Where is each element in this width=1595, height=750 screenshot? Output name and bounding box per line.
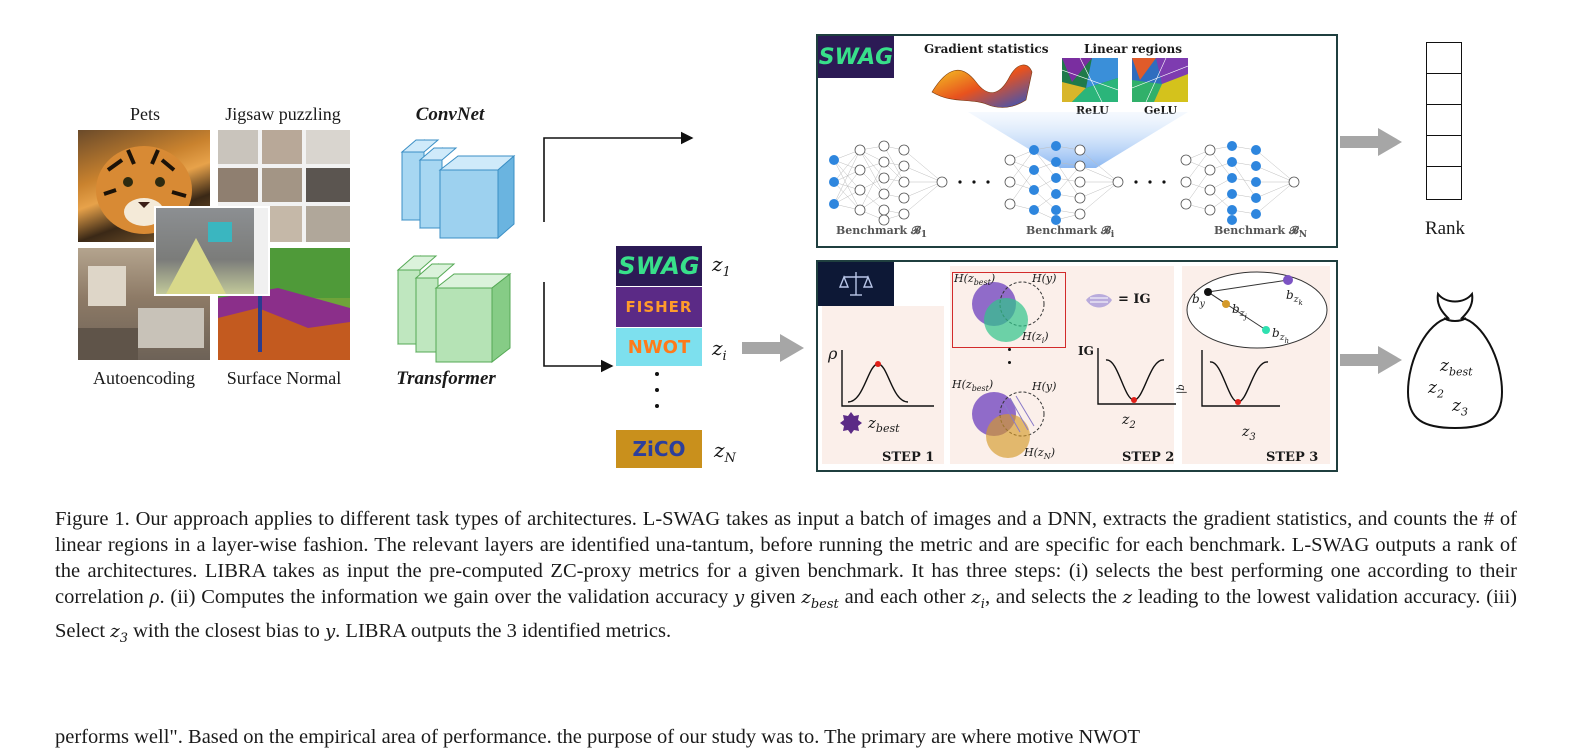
benchmark-i-label: Benchmark 𝓑i [1026,224,1115,241]
z2-axis-label: z2 [1122,412,1136,431]
step2-plot [1097,348,1176,405]
bzj-label: bzj [1232,302,1247,322]
libra-to-bag-arrow [1340,346,1402,374]
by-label: by [1192,292,1205,310]
proxy-z1-label: z1 [712,252,731,280]
libra-panel: ρ zbest STEP 1 H(zbest) H(y) H(zi) H(zbe… [816,260,1338,472]
step1-label: STEP 1 [882,450,935,465]
benchmark-networks [829,140,1300,226]
linear-regions-label: Linear regions [1084,42,1183,56]
libra-logo [818,262,894,306]
rho-axis-label: ρ [828,344,838,363]
bag-z3-label: z3 [1452,396,1468,419]
h-zbest-top-label: H(zbest) [954,272,996,288]
step3-label: STEP 3 [1266,450,1319,465]
h-zbest-bottom-label: H(zbest) [952,378,994,394]
branch-arrows [543,131,694,373]
bias-axis-label: |b [1176,384,1187,394]
proxy-zico-logo: ZiCO [616,430,702,468]
gelu-regions-image [1132,58,1188,102]
task-label-jigsaw: Jigsaw puzzling [225,104,341,124]
proxy-ellipsis [652,370,662,426]
venn-ellipsis [1008,348,1012,364]
task-label-autoencoding: Autoencoding [93,368,195,388]
surface-normal-image [218,248,350,360]
ig-equation-label: = IG [1118,292,1151,307]
h-zi-label: H(zi) [1022,330,1049,346]
transformer-label: Transformer [396,368,496,389]
rank-stack [1426,42,1462,200]
rank-label: Rank [1424,218,1466,239]
bzh-label: bzh [1272,326,1289,346]
body-text-cutoff: performs well". Based on the empirical a… [55,726,1140,748]
task-label-pets: Pets [129,104,160,124]
proxy-swag-logo: SWAG [616,246,702,286]
h-y-bottom-label: H(y) [1032,380,1057,393]
proxy-nwot-logo: NWOT [616,328,702,366]
ig-axis-label: IG [1078,344,1094,358]
venn-highlight-box [952,272,1066,348]
benchmark-n-label: Benchmark 𝓑N [1214,224,1308,241]
swag-panel-logo: SWAG [818,36,894,78]
relu-regions-image [1062,58,1118,102]
z3-axis-label: z3 [1242,424,1256,443]
proxy-zi-label: zi [712,336,727,364]
bzk-label: bzk [1286,288,1303,308]
gradient-statistics-label: Gradient statistics [924,42,1049,56]
swag-to-rank-arrow [1340,128,1402,156]
bag-z2-label: z2 [1428,378,1444,401]
spotlight-beam [968,112,1188,168]
step1-plot [841,350,934,407]
step2-label: STEP 2 [1122,450,1175,465]
transformer-blocks [396,255,512,364]
bag-icon [1406,291,1504,430]
task-label-surface-normal: Surface Normal [226,368,342,388]
step3-plot [1201,350,1280,407]
venn-bottom [972,391,1045,458]
convnet-label: ConvNet [415,104,485,125]
benchmark-1-label: Benchmark 𝓑1 [836,224,928,241]
swag-panel: SWAG Gradient statistics Linear regions … [816,34,1338,248]
figure-caption: Figure 1. Our approach applies to differ… [55,508,1517,647]
bias-ellipse [1186,271,1328,349]
h-y-top-label: H(y) [1032,272,1057,285]
h-zn-label: H(zN) [1024,446,1055,462]
ig-shape-icon [1086,294,1112,308]
proxy-to-libra-arrow [742,334,804,362]
proxy-fisher-logo: FISHER [616,287,702,327]
zbest-step1-label: zbest [868,414,900,435]
venn-top [972,281,1045,342]
zbest-badge-icon [840,412,862,434]
proxy-zn-label: zN [714,438,736,466]
convnet-blocks [400,139,516,240]
gradient-surface-plot [931,64,1033,108]
room-image [154,206,270,296]
bag-zbest-label: zbest [1440,356,1473,379]
